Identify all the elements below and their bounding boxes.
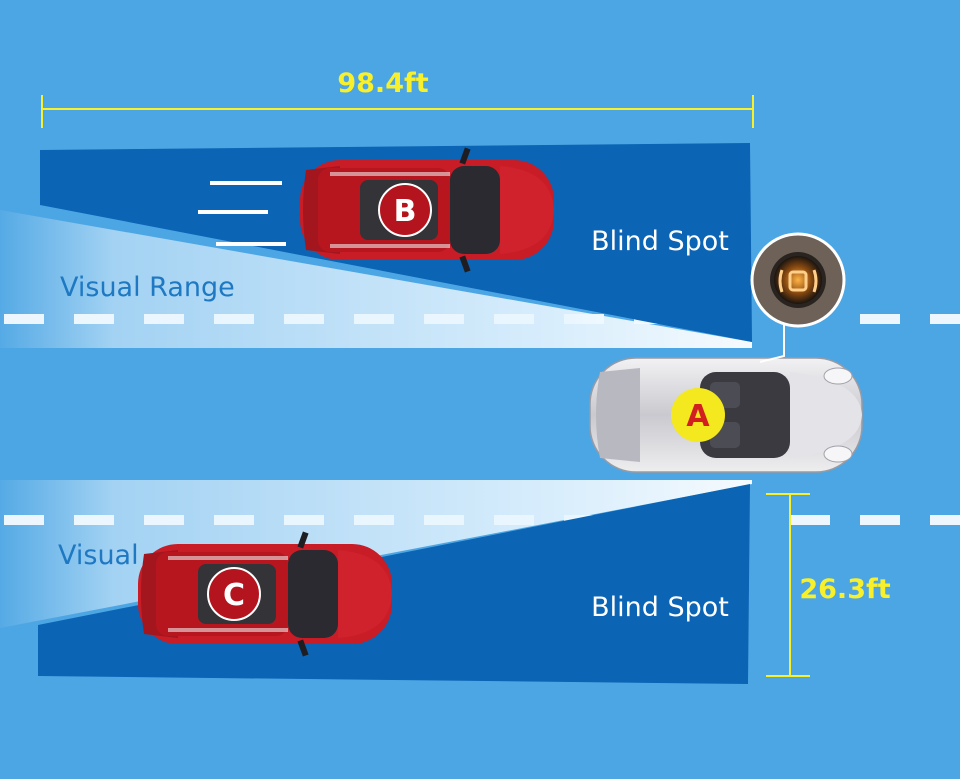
car-c-badge: C xyxy=(208,568,260,620)
car-b-label: B xyxy=(394,194,417,229)
car-c-label: C xyxy=(223,578,245,613)
length-dimension xyxy=(42,95,753,128)
visual-range-label-upper: Visual Range xyxy=(60,272,235,303)
car-a-label: A xyxy=(686,399,710,434)
car-b-badge: B xyxy=(379,184,431,236)
blind-spot-label-lower: Blind Spot xyxy=(591,592,729,623)
visual-range-label-lower: Visual xyxy=(58,540,139,571)
blind-spot-label-upper: Blind Spot xyxy=(591,226,729,257)
sensor-callout xyxy=(752,234,844,362)
width-dimension-label: 26.3ft xyxy=(799,574,890,605)
length-dimension-label: 98.4ft xyxy=(337,68,428,99)
car-a xyxy=(590,358,862,472)
car-c xyxy=(138,531,392,656)
car-a-badge: A xyxy=(671,388,725,442)
